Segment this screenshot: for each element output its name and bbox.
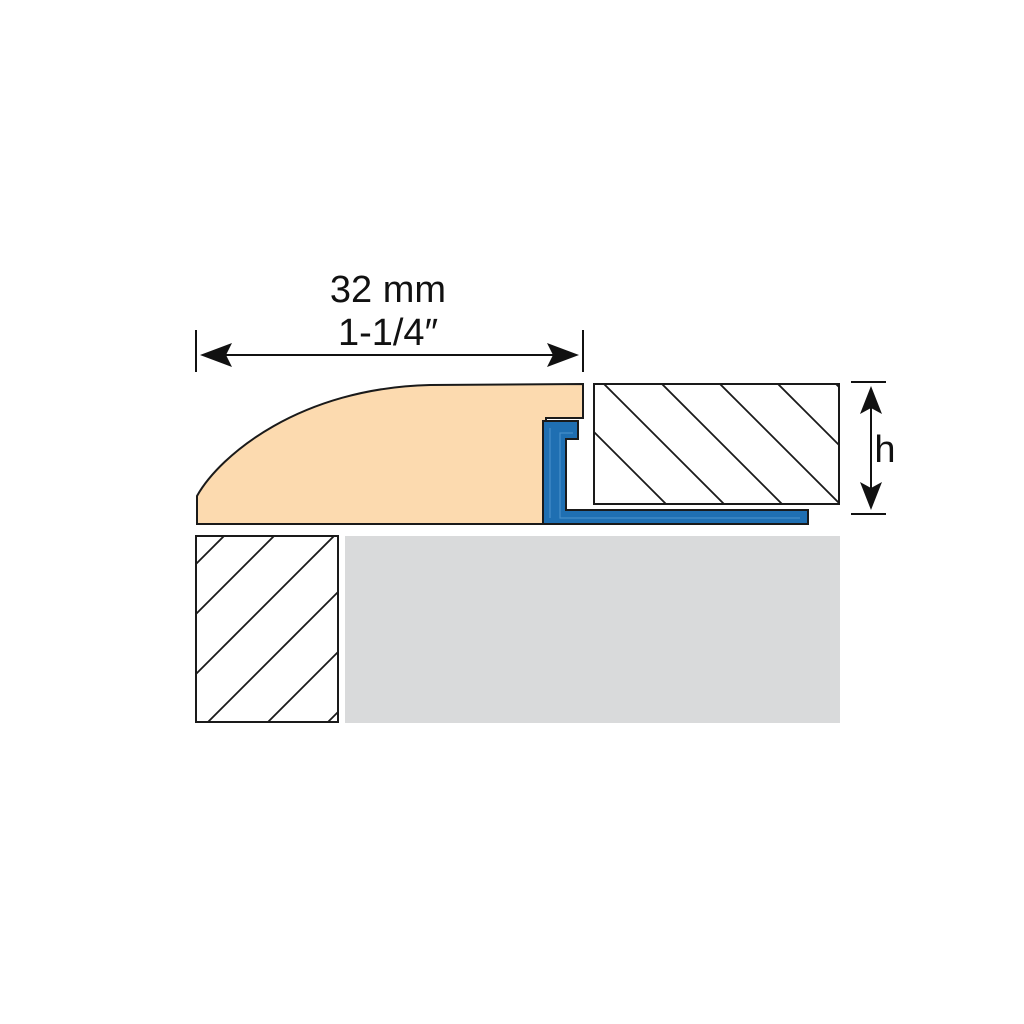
grey-subfloor bbox=[345, 536, 840, 723]
upper-hatched-tile bbox=[593, 383, 840, 505]
width-metric-label: 32 mm bbox=[330, 269, 446, 311]
lower-hatched-block bbox=[195, 535, 339, 723]
arrow-up-icon bbox=[860, 386, 882, 414]
width-imperial-label: 1-1/4″ bbox=[338, 312, 438, 354]
width-dimension-line bbox=[195, 330, 584, 372]
metal-profile-highlight bbox=[549, 428, 800, 519]
arrow-left-icon bbox=[200, 343, 232, 367]
height-dimension-line bbox=[851, 381, 886, 515]
height-label: h bbox=[874, 429, 895, 471]
wood-trim-piece bbox=[196, 382, 584, 525]
arrow-right-icon bbox=[547, 343, 579, 367]
metal-profile bbox=[542, 420, 809, 525]
arrow-down-icon bbox=[860, 482, 882, 510]
